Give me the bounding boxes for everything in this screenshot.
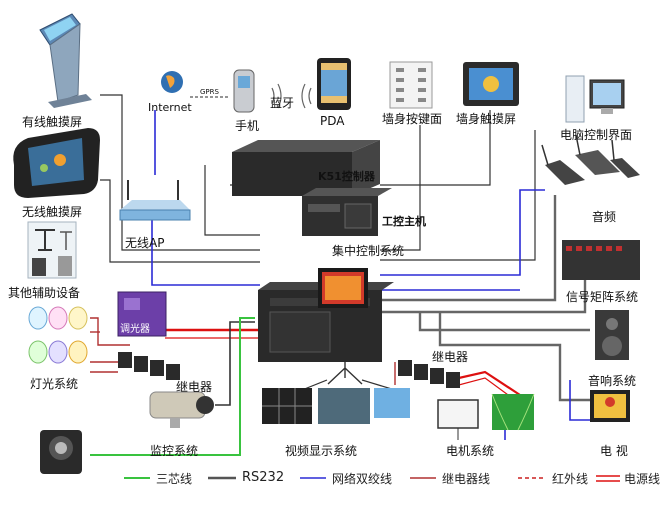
- projection-screen-icon: [437, 399, 479, 440]
- label-pc-ui: 电脑控制界面: [560, 128, 633, 142]
- tv-icon: [590, 390, 630, 422]
- label-tv: 电 视: [600, 444, 628, 458]
- video-wall-icon: [262, 388, 410, 424]
- wired-touch-kiosk-icon: [39, 13, 92, 108]
- surveillance-camera-icon: [149, 391, 214, 428]
- mobile-phone-icon: [233, 69, 255, 113]
- legend-swatches: [124, 475, 620, 482]
- label-central: 集中控制系统: [332, 244, 405, 258]
- legend-power: 电源线: [624, 472, 661, 486]
- speaker-icon: [595, 310, 629, 360]
- label-aux: 其他辅助设备: [8, 286, 81, 300]
- label-bluetooth: 蓝牙: [270, 96, 295, 110]
- pda-icon: [317, 58, 351, 110]
- stage-light-icon: [40, 430, 82, 474]
- curtain-icon: [491, 393, 535, 431]
- legend-three-core: 三芯线: [156, 472, 193, 486]
- central-control-server-icon: [258, 268, 394, 362]
- label-matrix: 信号矩阵系统: [566, 290, 639, 304]
- wireless-touch-panel-icon: [13, 128, 100, 198]
- label-ipc: 工控主机: [382, 215, 426, 228]
- label-wired-touch: 有线触摸屏: [22, 115, 83, 129]
- legend-relay: 继电器线: [442, 472, 491, 486]
- legend-rs232: RS232: [242, 470, 285, 485]
- label-motor: 电机系统: [446, 444, 495, 458]
- conference-mic-icon: [541, 134, 640, 185]
- label-monitor: 监控系统: [150, 444, 199, 458]
- legend-network: 网络双绞线: [332, 472, 393, 486]
- wireless-ap-icon: [119, 180, 191, 221]
- light-bulbs-icon: [28, 306, 88, 364]
- label-lighting: 灯光系统: [30, 377, 79, 391]
- label-wall-keypad: 墙身按键面: [382, 112, 443, 126]
- connection-lines: [90, 94, 595, 456]
- label-wall-touch: 墙身触摸屏: [456, 112, 517, 126]
- legend-infrared: 红外线: [552, 472, 589, 486]
- k51-controller-icon: [232, 140, 380, 196]
- bluetooth-icon: [271, 83, 312, 109]
- computer-icon: [565, 75, 625, 123]
- label-audio: 音频: [592, 210, 617, 224]
- label-k51: K51控制器: [318, 170, 375, 183]
- auxiliary-devices-icon: [27, 221, 77, 279]
- label-gprs: GPRS: [200, 88, 219, 96]
- label-relay-left: 继电器: [176, 380, 213, 394]
- relay-right-icon: [398, 360, 460, 388]
- industrial-pc-icon: [302, 188, 392, 236]
- wall-keypad-icon: [389, 61, 433, 109]
- label-phone: 手机: [235, 119, 260, 133]
- dimmer-icon: [117, 291, 167, 337]
- wall-touch-panel-icon: [463, 62, 519, 106]
- internet-globe-icon: [161, 71, 183, 93]
- signal-matrix-icon: [562, 240, 640, 280]
- label-relay-right: 继电器: [432, 350, 469, 364]
- label-dimmer: 调光器: [120, 324, 150, 335]
- relay-left-icon: [118, 352, 180, 380]
- label-video: 视频显示系统: [285, 444, 358, 458]
- label-speaker: 音响系统: [588, 374, 637, 388]
- label-wireless-touch: 无线触摸屏: [22, 205, 83, 219]
- label-pda: PDA: [320, 114, 345, 128]
- label-ap: 无线AP: [125, 236, 165, 250]
- label-internet: Internet: [148, 101, 192, 114]
